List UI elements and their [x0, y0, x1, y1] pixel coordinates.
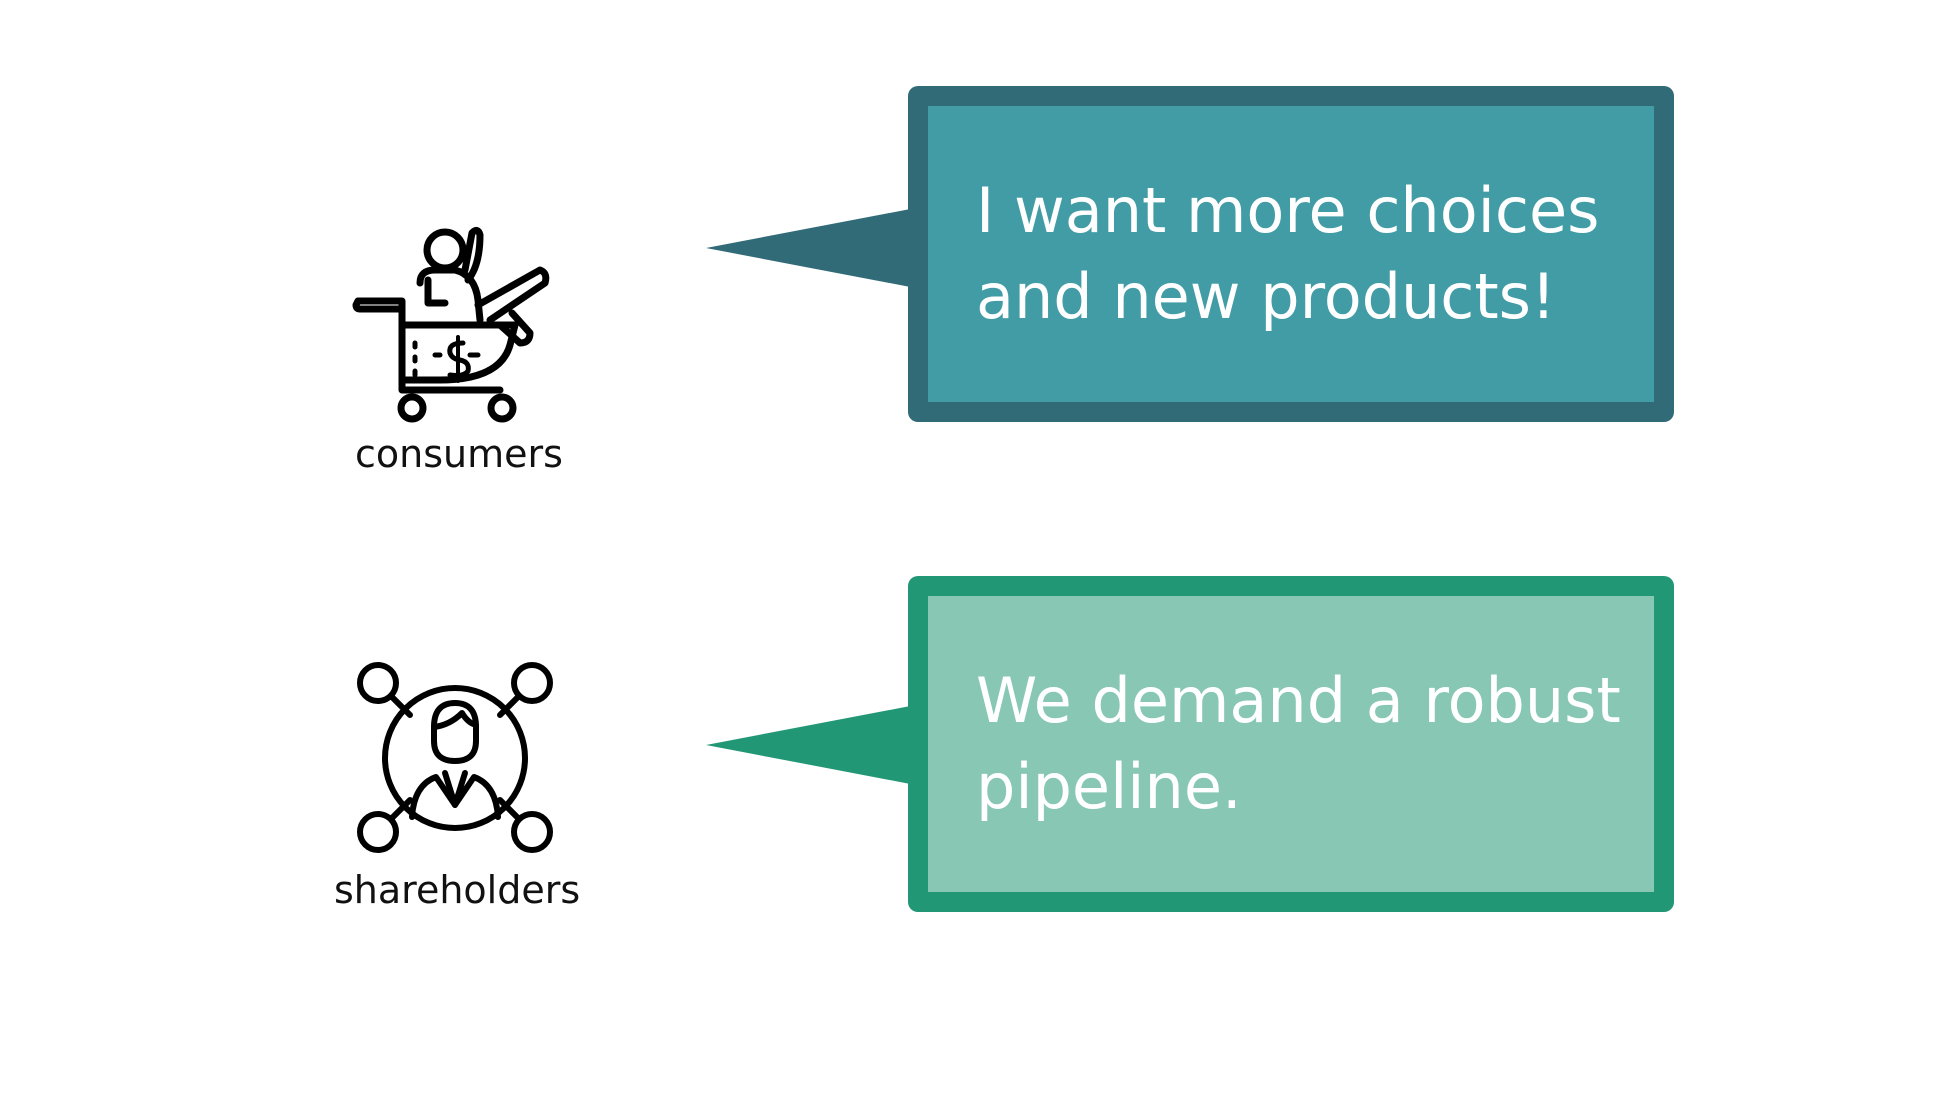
- consumers-label: consumers: [355, 432, 563, 476]
- shareholders-quote: We demand a robust pipeline.: [976, 658, 1624, 830]
- shareholders-quote-line-2: pipeline.: [976, 750, 1242, 823]
- consumers-quote-line-1: I want more choices: [976, 174, 1600, 247]
- consumers-quote-line-2: and new products!: [976, 260, 1556, 333]
- speech-pointer-shareholders: [706, 703, 926, 787]
- shareholder-network-icon: [357, 662, 553, 853]
- shopping-cart-person-icon: [352, 226, 550, 423]
- speech-pointer-consumers: [706, 206, 926, 290]
- speech-bubble-shareholders: We demand a robust pipeline.: [908, 576, 1674, 912]
- shareholders-quote-line-1: We demand a robust: [976, 664, 1621, 737]
- speech-bubble-consumers: I want more choices and new products!: [908, 86, 1674, 422]
- shareholders-label: shareholders: [334, 868, 581, 912]
- consumers-quote: I want more choices and new products!: [976, 168, 1624, 340]
